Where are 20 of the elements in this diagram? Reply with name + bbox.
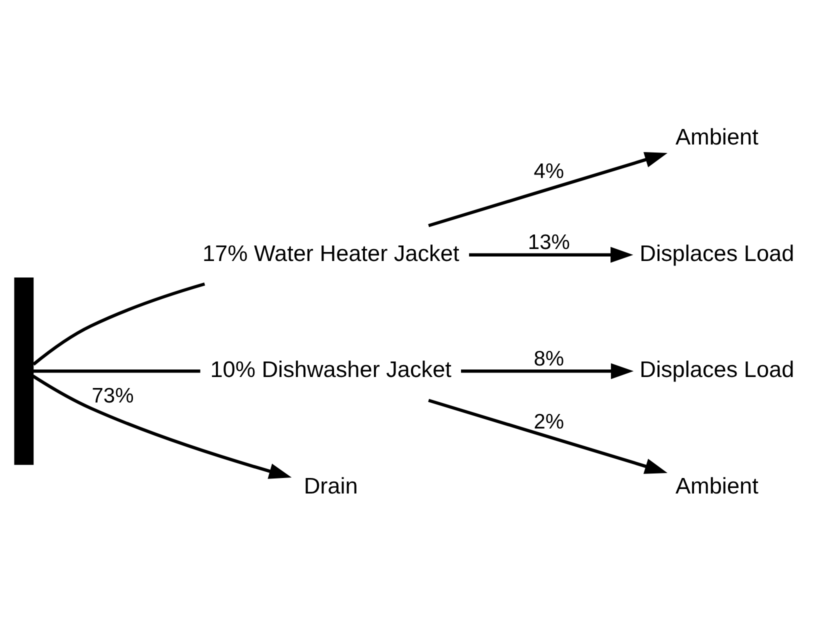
edge-label: 4% — [534, 159, 564, 182]
node-text: Ambient — [675, 124, 758, 150]
node-text: Drain — [304, 472, 358, 498]
arrow — [461, 362, 634, 379]
edge-label: 2% — [534, 410, 564, 433]
arrow — [469, 246, 634, 262]
edge-label: 8% — [534, 346, 564, 370]
node-bar — [14, 276, 34, 464]
arrow — [428, 398, 668, 474]
connector — [32, 282, 206, 366]
node-text: Ambient — [675, 472, 758, 498]
node-text: Displaces Load — [640, 356, 794, 382]
node-text: Displaces Load — [640, 240, 794, 266]
arrow — [428, 152, 668, 227]
arrow — [32, 374, 292, 478]
node-text: 17% Water Heater Jacket — [202, 240, 460, 266]
connector — [33, 369, 200, 372]
node-text: 10% Dishwasher Jacket — [210, 356, 452, 382]
edge-label: 13% — [528, 230, 570, 254]
edge-label: 73% — [92, 384, 134, 407]
